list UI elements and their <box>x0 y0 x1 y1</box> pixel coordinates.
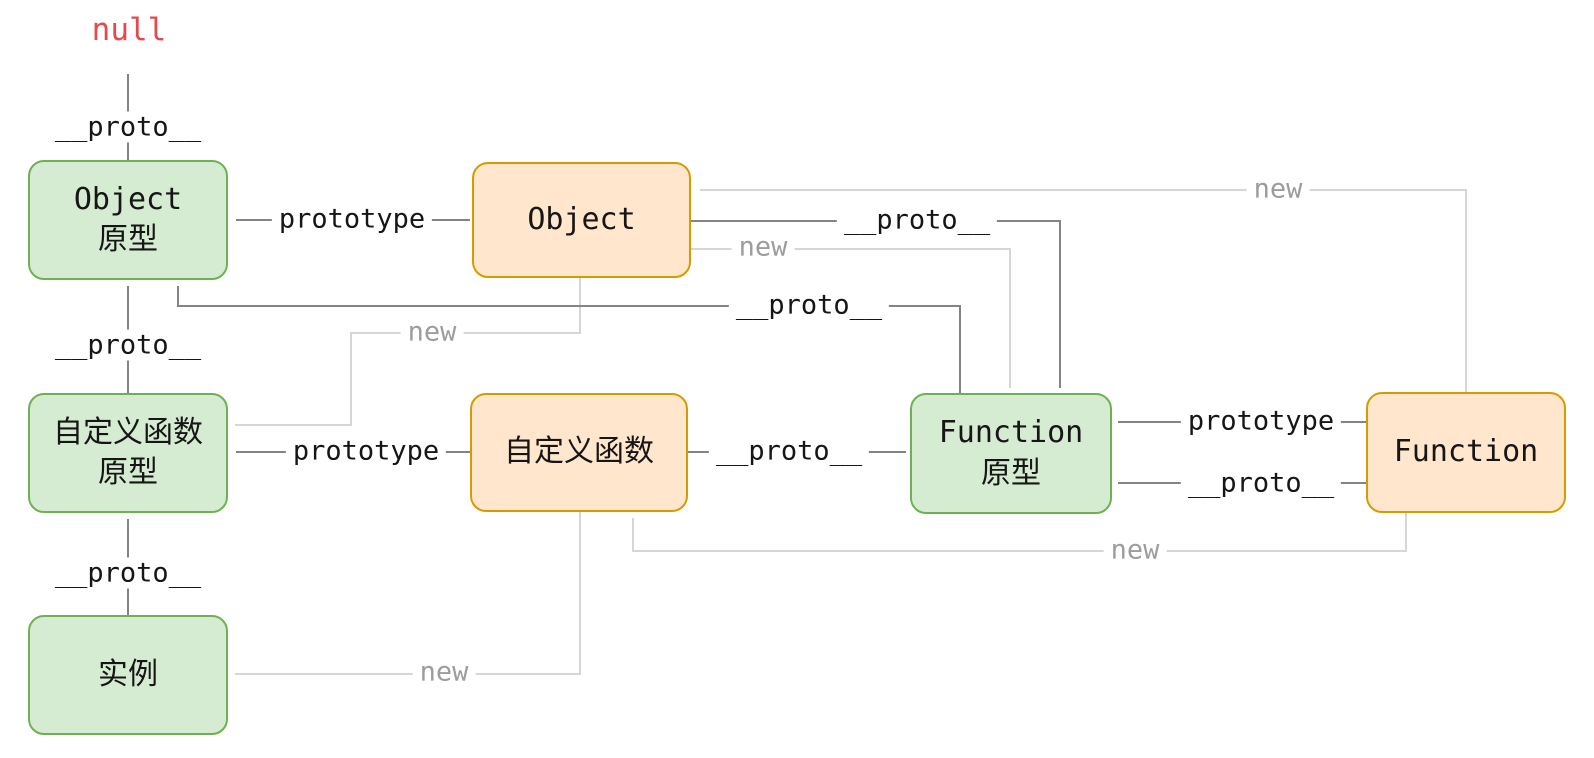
node-function: Function <box>1366 392 1566 513</box>
edge-object-new-custom-function-prototype <box>235 278 581 426</box>
edge-function-new-object <box>700 189 1467 392</box>
node-function-prototype: Function 原型 <box>910 393 1112 514</box>
label-new-object-functionprototype: new <box>731 231 795 263</box>
label-proto-function: __proto__ <box>1180 467 1342 499</box>
label-prototype-function: prototype <box>1180 405 1342 437</box>
node-custom-function: 自定义函数 <box>470 393 688 512</box>
label-new-function-object: new <box>1246 173 1310 205</box>
label-proto-customfunction: __proto__ <box>708 435 870 467</box>
node-instance: 实例 <box>28 615 228 735</box>
edge-function-new-custom-function <box>632 513 1407 552</box>
edge-object-new-function-prototype <box>691 248 1011 388</box>
label-proto-instance: __proto__ <box>47 557 209 589</box>
edge-object-proto-function-prototype <box>691 220 1061 388</box>
node-custom-function-prototype: 自定义函数 原型 <box>28 393 228 513</box>
edge-custom-function-new-instance <box>235 512 581 675</box>
label-prototype-object: prototype <box>271 203 433 235</box>
node-object-prototype: Object 原型 <box>28 160 228 280</box>
label-new-function-customfunction: new <box>1103 534 1167 566</box>
label-proto-customprototype: __proto__ <box>47 329 209 361</box>
node-object: Object <box>472 162 691 278</box>
label-prototype-customfunction: prototype <box>285 435 447 467</box>
label-new-customfunction-instance: new <box>412 656 476 688</box>
label-proto-functionprototype: __proto__ <box>728 289 890 321</box>
edge-function-prototype-proto-object-prototype <box>177 286 961 393</box>
label-proto-object: __proto__ <box>836 204 998 236</box>
label-new-object-customprototype: new <box>400 316 464 348</box>
label-proto-objectprototype-null: __proto__ <box>47 111 209 143</box>
null-terminal-label: null <box>91 12 167 48</box>
